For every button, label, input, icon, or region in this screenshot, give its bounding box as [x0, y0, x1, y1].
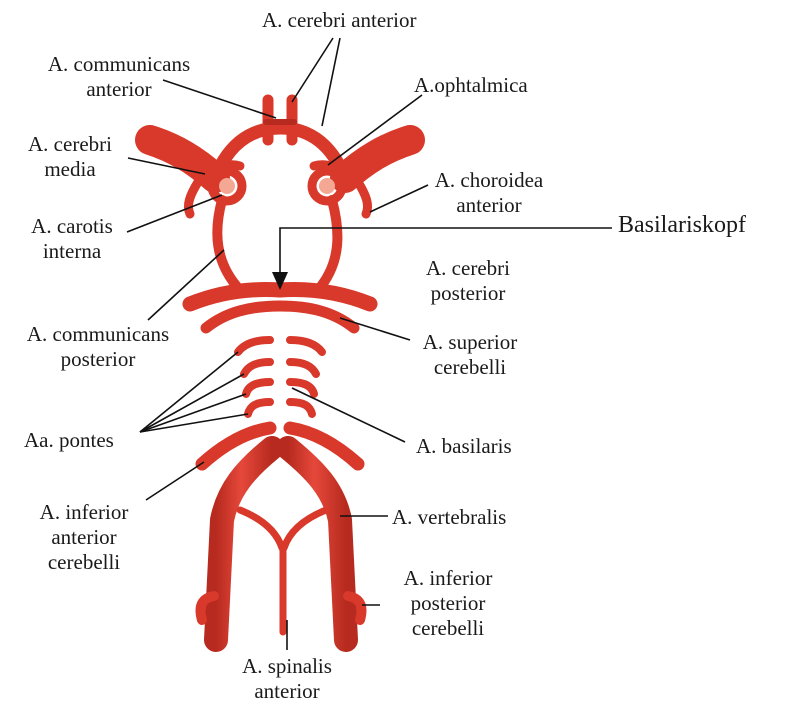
- communicans-posterior-right: [318, 200, 337, 290]
- label-cerebri-posterior-line1: A. cerebri: [408, 256, 528, 281]
- label-cerebri-anterior: A. cerebri anterior: [262, 8, 417, 33]
- pontine-branch-l3: [246, 382, 270, 394]
- label-inferior-anterior-line1: A. inferior: [24, 500, 144, 525]
- leader-inferior-anterior: [146, 462, 204, 500]
- label-spinalis: A. spinalis anterior: [222, 654, 352, 704]
- label-inferior-anterior: A. inferior anterior cerebelli: [24, 500, 144, 575]
- label-vertebralis: A. vertebralis: [392, 505, 506, 530]
- label-inferior-anterior-line3: cerebelli: [24, 550, 144, 575]
- spinalis-right-root: [284, 510, 326, 548]
- label-carotis-line1: A. carotis: [14, 214, 130, 239]
- pontine-branch-r4: [290, 402, 312, 414]
- label-spinalis-line1: A. spinalis: [222, 654, 352, 679]
- communicans-posterior-left: [217, 200, 240, 290]
- pontine-branch-l2: [244, 362, 270, 374]
- choroidea-right: [358, 182, 368, 214]
- label-basilaris: A. basilaris: [416, 434, 512, 459]
- pontine-branch-r1: [290, 340, 322, 352]
- vertebralis-right: [288, 448, 346, 640]
- circle-of-willis: [150, 100, 410, 640]
- label-inferior-posterior-line1: A. inferior: [388, 566, 508, 591]
- label-choroidea: A. choroidea anterior: [424, 168, 554, 218]
- label-communicans-posterior: A. communicans posterior: [8, 322, 188, 372]
- label-communicans-posterior-line1: A. communicans: [8, 322, 188, 347]
- label-choroidea-line1: A. choroidea: [424, 168, 554, 193]
- label-cerebri-media-line2: media: [10, 157, 130, 182]
- leader-lines: [127, 38, 612, 650]
- label-inferior-posterior-line2: posterior: [388, 591, 508, 616]
- label-choroidea-line2: anterior: [424, 193, 554, 218]
- label-inferior-posterior-line3: cerebelli: [388, 616, 508, 641]
- label-basilariskopf: Basilariskopf: [618, 213, 746, 238]
- leader-cerebri-anterior-1: [292, 38, 333, 102]
- label-communicans-anterior-line1: A. communicans: [24, 52, 214, 77]
- label-inferior-posterior: A. inferior posterior cerebelli: [388, 566, 508, 641]
- pontine-branch-l1: [238, 340, 270, 352]
- label-ophtalmica: A.ophtalmica: [414, 73, 528, 98]
- label-cerebri-posterior: A. cerebri posterior: [408, 256, 528, 306]
- carotis-lumen-right: [319, 178, 335, 194]
- pontine-branch-r2: [290, 362, 316, 374]
- label-spinalis-line2: anterior: [222, 679, 352, 704]
- label-communicans-anterior: A. communicans anterior: [24, 52, 214, 102]
- choroidea-left: [188, 182, 198, 214]
- label-superior-cerebelli: A. superior cerebelli: [410, 330, 530, 380]
- label-cerebri-media-line1: A. cerebri: [10, 132, 130, 157]
- leader-choroidea: [370, 185, 428, 212]
- spinalis-left-root: [240, 510, 282, 548]
- label-cerebri-posterior-line2: posterior: [408, 281, 528, 306]
- label-superior-cerebelli-line2: cerebelli: [410, 355, 530, 380]
- pontine-branch-l4: [248, 402, 270, 414]
- leader-carotis: [127, 195, 222, 232]
- label-inferior-anterior-line2: anterior: [24, 525, 144, 550]
- label-cerebri-media: A. cerebri media: [10, 132, 130, 182]
- label-carotis: A. carotis interna: [14, 214, 130, 264]
- label-carotis-line2: interna: [14, 239, 130, 264]
- vertebralis-left: [216, 448, 272, 640]
- label-communicans-posterior-line2: posterior: [8, 347, 188, 372]
- leader-pontes-3: [140, 394, 246, 432]
- label-pontes: Aa. pontes: [24, 428, 114, 453]
- label-communicans-anterior-line2: anterior: [24, 77, 214, 102]
- carotis-lumen-left: [219, 178, 235, 194]
- label-superior-cerebelli-line1: A. superior: [410, 330, 530, 355]
